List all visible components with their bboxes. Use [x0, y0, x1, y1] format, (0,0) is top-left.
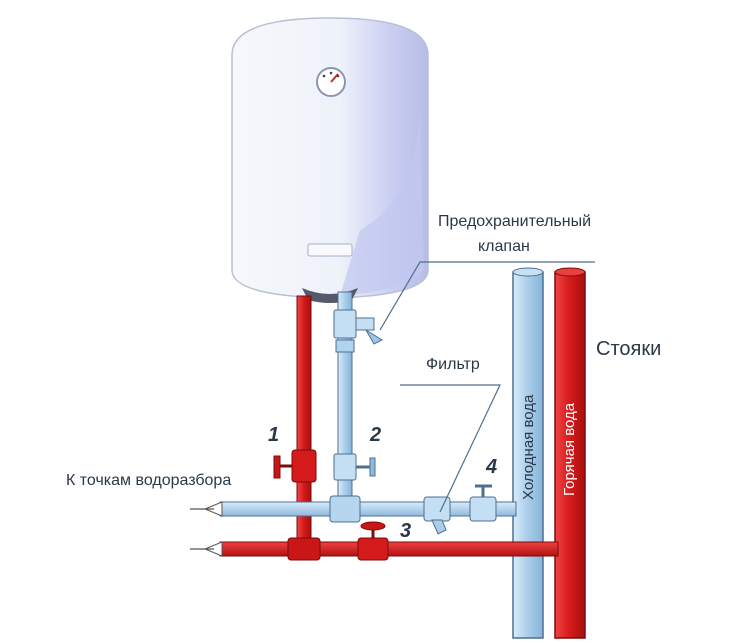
hot-horizontal-pipe — [219, 541, 559, 557]
safety-valve-label-line1: Предохранительный — [438, 213, 592, 230]
safety-valve-leader — [379, 261, 595, 331]
temperature-gauge-icon — [316, 67, 346, 97]
filter-leader — [400, 384, 501, 513]
filter-label: Фильтр — [426, 356, 480, 373]
safety-valve-label-line2: клапан — [478, 238, 530, 255]
cold-water-label: Холодная вода — [520, 394, 537, 500]
boiler-tank — [231, 17, 429, 303]
number-4: 4 — [486, 456, 498, 478]
valve-3 — [357, 521, 389, 561]
hot-water-label: Горячая вода — [561, 402, 578, 496]
valve-1 — [273, 449, 317, 483]
filter — [423, 496, 451, 535]
hot-water-riser — [554, 271, 586, 639]
cold-water-riser — [512, 271, 544, 639]
safety-valve — [333, 309, 384, 353]
valve-2 — [333, 453, 376, 481]
risers-label: Стояки — [596, 338, 662, 360]
number-3: 3 — [400, 520, 412, 542]
number-2: 2 — [370, 424, 382, 446]
number-1: 1 — [268, 424, 280, 446]
tank-nameplate — [307, 243, 353, 257]
to-points-label: К точкам водоразбора — [66, 472, 232, 489]
valve-4 — [469, 484, 497, 522]
